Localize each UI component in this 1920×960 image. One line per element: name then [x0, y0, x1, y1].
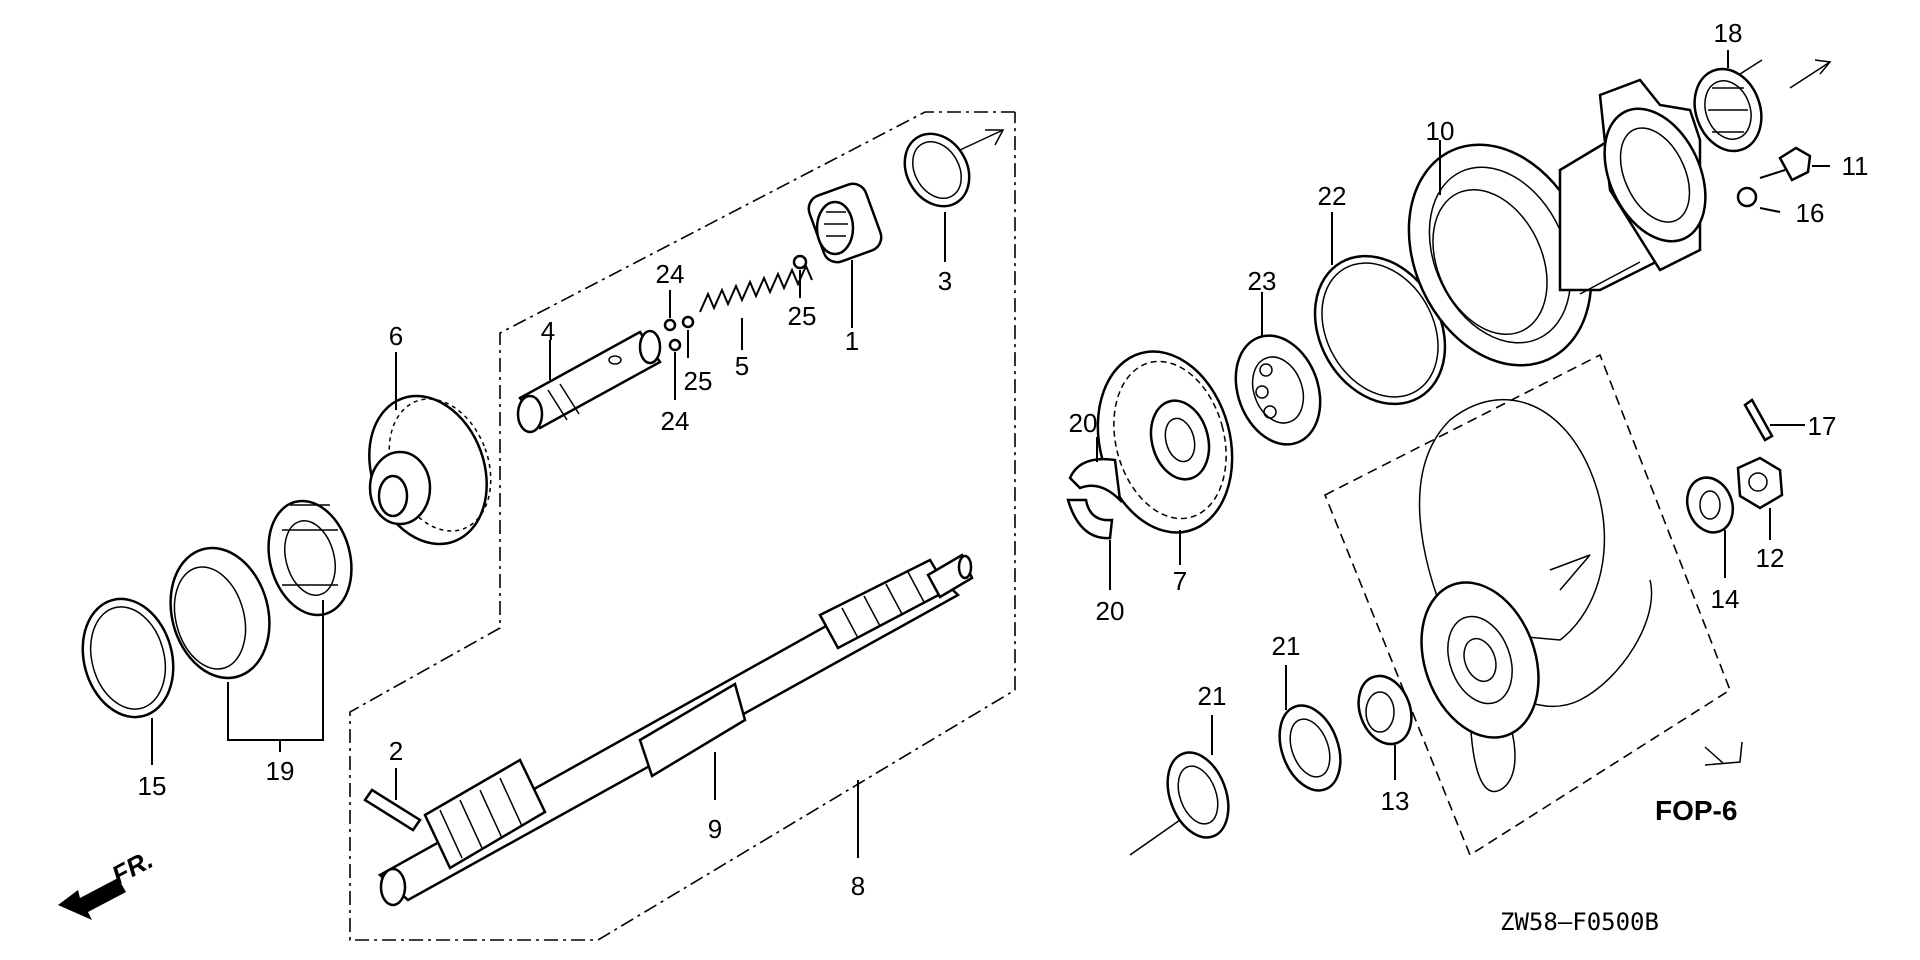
part-14-washer [1685, 476, 1735, 578]
label-14: 14 [1711, 584, 1740, 614]
label-4: 4 [541, 316, 555, 346]
label-21-right: 21 [1272, 631, 1301, 661]
part-9-shaft [377, 553, 974, 907]
label-10: 10 [1426, 116, 1455, 146]
part-3-ring [903, 132, 971, 262]
label-1: 1 [845, 326, 859, 356]
part-1-shifter [807, 182, 883, 328]
part-4-slider [516, 329, 662, 434]
label-25-left: 25 [684, 366, 713, 396]
parts-24-25-rings [663, 254, 808, 400]
label-9: 9 [708, 814, 722, 844]
label-24-bottom: 24 [661, 406, 690, 436]
part-13-spacer [1357, 674, 1413, 780]
part-6-gear [368, 352, 492, 546]
reference-label: FOP-6 [1655, 795, 1737, 826]
part-23-bearing [1234, 292, 1322, 446]
label-18: 18 [1714, 18, 1743, 48]
part-labels: 1 2 3 4 5 6 7 8 9 10 11 12 13 14 15 16 1… [138, 18, 1869, 901]
part-10-housing [1407, 59, 1763, 367]
part-2-pin [363, 768, 422, 832]
propeller [1323, 353, 1743, 857]
drawing-code: ZW58—F0500B [1500, 908, 1659, 936]
label-2: 2 [389, 736, 403, 766]
part-7-gear [1096, 350, 1234, 565]
part-18-bearing [1693, 50, 1832, 153]
label-25-right: 25 [788, 301, 817, 331]
label-19: 19 [266, 756, 295, 786]
label-13: 13 [1381, 786, 1410, 816]
label-7: 7 [1173, 566, 1187, 596]
part-12-nut [1736, 456, 1784, 540]
shaft-assembly-outline [349, 111, 1016, 941]
parts-21-seals [1129, 665, 1342, 856]
label-17: 17 [1808, 411, 1837, 441]
label-16: 16 [1796, 198, 1825, 228]
part-19-bearing [169, 499, 353, 752]
label-20-top: 20 [1069, 408, 1098, 438]
label-20-bottom: 20 [1096, 596, 1125, 626]
label-12: 12 [1756, 543, 1785, 573]
label-6: 6 [389, 321, 403, 351]
label-23: 23 [1248, 266, 1277, 296]
label-15: 15 [138, 771, 167, 801]
label-5: 5 [735, 351, 749, 381]
label-24-top: 24 [656, 259, 685, 289]
label-8: 8 [851, 871, 865, 901]
label-22: 22 [1318, 181, 1347, 211]
label-3: 3 [938, 266, 952, 296]
front-direction-indicator: FR. [58, 844, 158, 920]
front-arrow-icon [58, 878, 126, 920]
label-21-left: 21 [1198, 681, 1227, 711]
part-15-ring [81, 597, 175, 765]
parts-20-thrust-halves [1066, 437, 1122, 590]
part-5-spring [699, 263, 813, 350]
parts-11-16-bolt-washer [1736, 146, 1830, 213]
part-17-cotter-pin [1743, 398, 1805, 442]
label-11: 11 [1842, 151, 1869, 181]
